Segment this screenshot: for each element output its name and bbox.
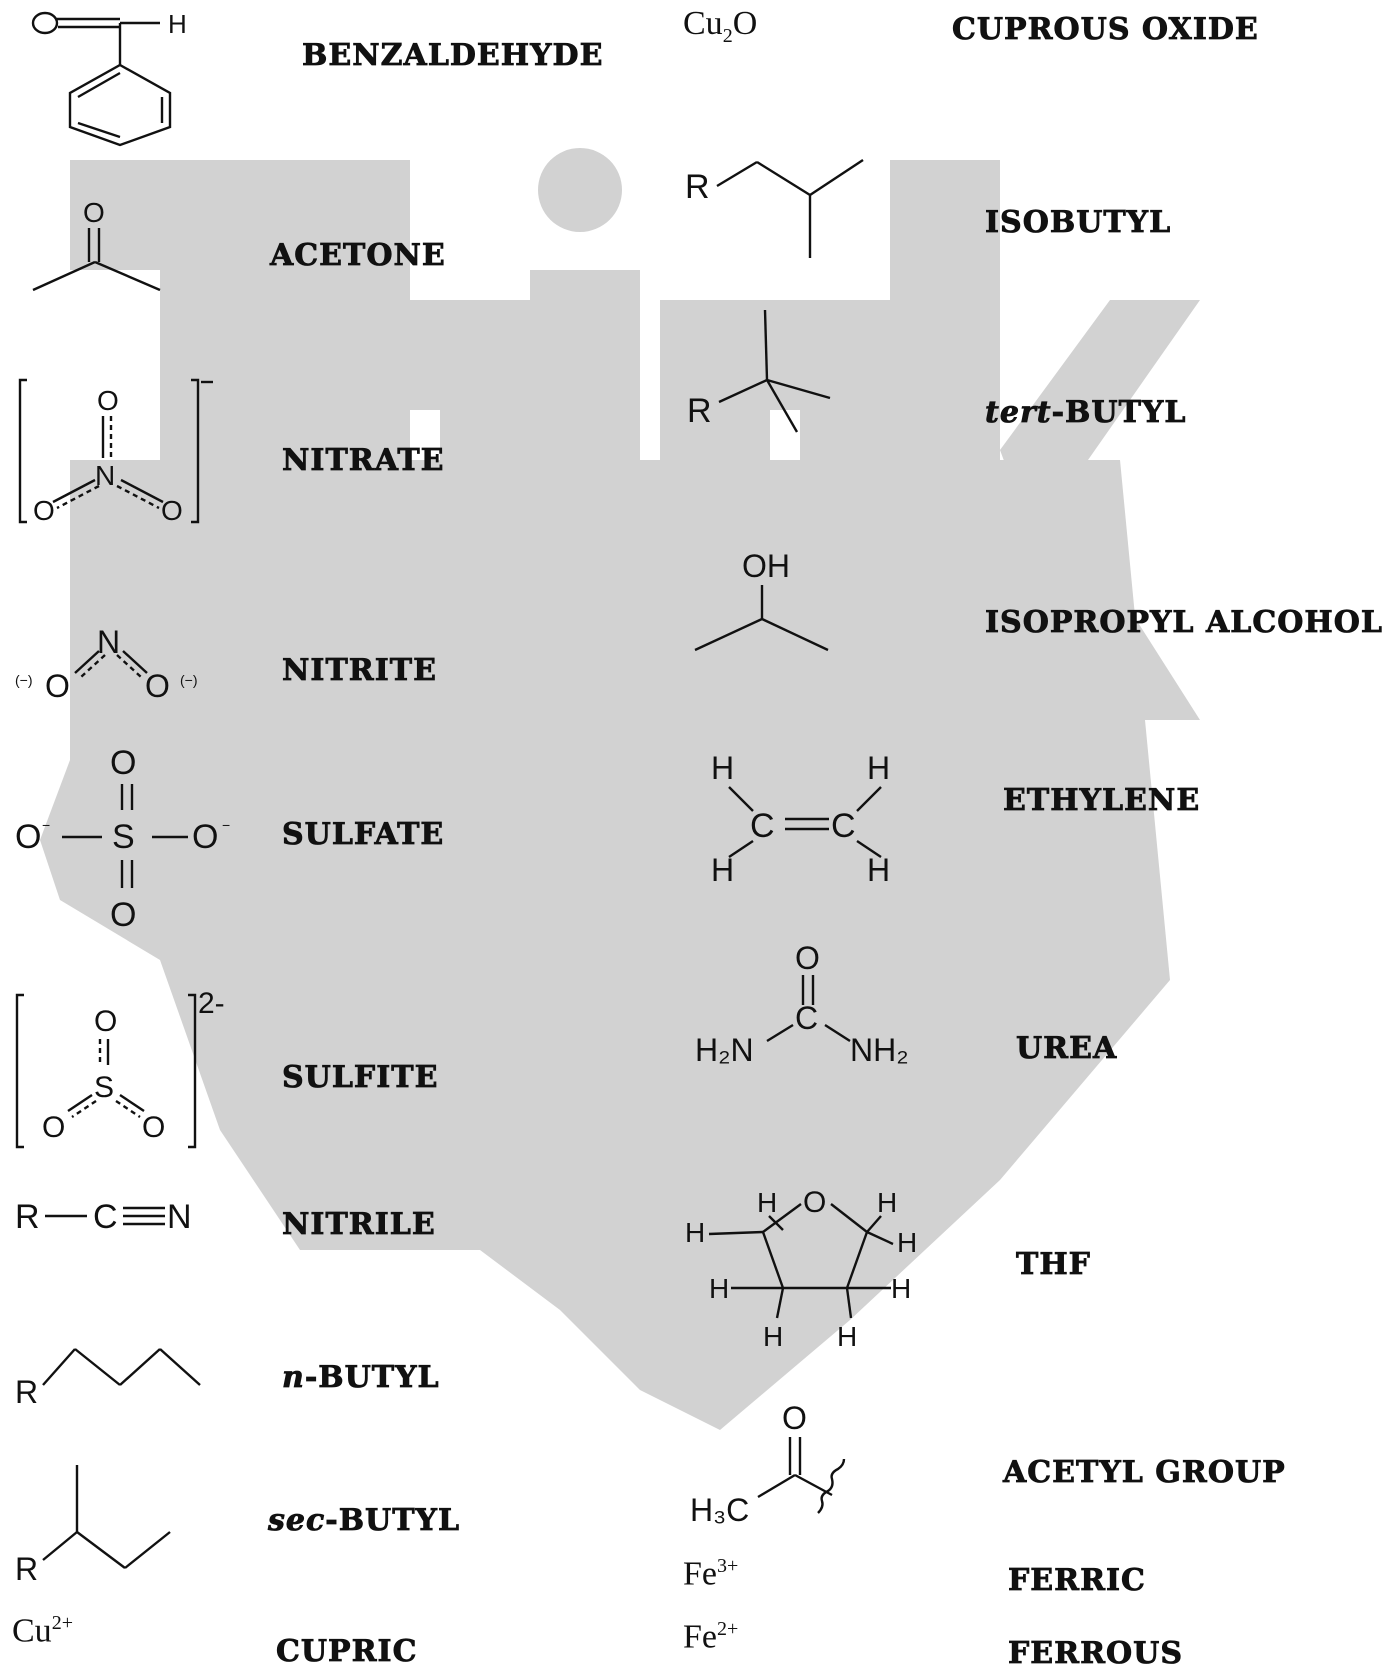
label-nitrile: NITRILE xyxy=(282,1207,436,1243)
svg-text:R: R xyxy=(15,1374,38,1410)
svg-text:O: O xyxy=(145,668,170,704)
svg-text:C: C xyxy=(750,807,775,845)
label-isobutyl: ISOBUTYL xyxy=(985,205,1172,241)
svg-text:O: O xyxy=(110,744,136,782)
svg-text:O: O xyxy=(15,818,41,856)
svg-text:O: O xyxy=(192,818,218,856)
acetyl-group-structure: O H₃C xyxy=(690,1400,846,1528)
label-n-butyl: n-BUTYL xyxy=(282,1360,440,1396)
svg-text:O: O xyxy=(795,940,820,976)
label-ethylene: ETHYLENE xyxy=(1003,783,1201,819)
label-acetone: ACETONE xyxy=(270,238,446,274)
svg-text:H: H xyxy=(685,1217,705,1248)
label-sulfite: SULFITE xyxy=(282,1060,439,1096)
isobutyl-structure: R xyxy=(685,158,864,258)
svg-text:H: H xyxy=(877,1187,897,1218)
ethylene-structure: H H C C H H xyxy=(711,750,890,888)
sulfate-structure: O S O O − O − xyxy=(15,744,230,934)
sulfite-structure: 2- O S O O xyxy=(15,987,225,1149)
svg-text:C: C xyxy=(831,807,856,845)
svg-text:O: O xyxy=(42,1111,65,1144)
svg-text:O: O xyxy=(33,495,55,526)
svg-text:−: − xyxy=(222,817,230,833)
svg-text:H: H xyxy=(897,1227,917,1258)
svg-text:N: N xyxy=(97,624,120,660)
svg-text:O: O xyxy=(110,896,136,934)
svg-text:O: O xyxy=(97,385,119,416)
svg-text:O: O xyxy=(161,495,183,526)
svg-text:N: N xyxy=(95,460,115,491)
svg-text:H: H xyxy=(763,1321,783,1352)
svg-text:H: H xyxy=(867,750,890,786)
n-butyl-structure: R xyxy=(15,1348,201,1410)
svg-text:S: S xyxy=(112,818,135,856)
label-thf: THF xyxy=(1016,1247,1091,1283)
nitrate-structure: O N O O xyxy=(18,378,213,526)
svg-text:H: H xyxy=(867,852,890,888)
svg-text:H: H xyxy=(711,852,734,888)
acetone-structure: O xyxy=(32,197,161,292)
nitrite-structure: N (−) O O (−) xyxy=(15,624,198,704)
tert-butyl-structure: R xyxy=(687,309,831,433)
svg-text:O: O xyxy=(45,668,70,704)
label-ferrous: FERROUS xyxy=(1008,1636,1183,1671)
cupric-formula: Cu2+ xyxy=(12,1612,73,1650)
svg-text:(−): (−) xyxy=(180,672,198,688)
svg-text:H: H xyxy=(891,1273,911,1304)
label-cuprous-oxide: CUPROUS OXIDE xyxy=(952,12,1259,48)
svg-text:H: H xyxy=(837,1321,857,1352)
label-cupric: CUPRIC xyxy=(276,1634,418,1670)
svg-text:O: O xyxy=(803,1186,826,1219)
svg-text:O: O xyxy=(94,1005,117,1038)
svg-text:R: R xyxy=(15,1551,38,1587)
svg-text:C: C xyxy=(93,1198,118,1236)
label-nitrite: NITRITE xyxy=(282,653,437,689)
isopropyl-alcohol-structure: OH xyxy=(694,548,829,652)
svg-text:NH₂: NH₂ xyxy=(850,1032,909,1068)
label-isopropyl-alcohol: ISOPROPYL ALCOHOL xyxy=(985,605,1383,641)
label-urea: UREA xyxy=(1016,1031,1118,1067)
label-sulfate: SULFATE xyxy=(282,817,445,853)
label-tert-butyl: tert-BUTYL xyxy=(985,395,1187,431)
label-ferric: FERRIC xyxy=(1008,1563,1146,1599)
ferrous-formula: Fe2+ xyxy=(683,1618,739,1656)
svg-text:C: C xyxy=(795,1000,818,1036)
svg-text:H: H xyxy=(711,750,734,786)
urea-structure: O C H₂N NH₂ xyxy=(695,940,909,1068)
nitrile-structure: R C N xyxy=(15,1198,192,1236)
svg-text:R: R xyxy=(15,1198,40,1236)
svg-text:O: O xyxy=(782,1400,807,1436)
svg-text:2-: 2- xyxy=(198,987,225,1020)
svg-text:H₃C: H₃C xyxy=(690,1492,749,1528)
svg-text:O: O xyxy=(83,197,105,228)
svg-text:S: S xyxy=(94,1071,114,1104)
svg-text:(−): (−) xyxy=(15,672,33,688)
svg-text:OH: OH xyxy=(742,548,790,584)
benzaldehyde-structure: H xyxy=(31,9,187,147)
sec-butyl-structure: R xyxy=(15,1465,171,1587)
svg-text:N: N xyxy=(167,1198,192,1236)
label-nitrate: NITRATE xyxy=(282,443,445,479)
svg-text:H₂N: H₂N xyxy=(695,1032,754,1068)
thf-structure: H O H H H H H H H xyxy=(685,1186,917,1352)
svg-text:H: H xyxy=(709,1273,729,1304)
label-sec-butyl: sec-BUTYL xyxy=(268,1503,461,1539)
ferric-formula: Fe3+ xyxy=(683,1555,739,1593)
svg-text:O: O xyxy=(142,1111,165,1144)
svg-text:H: H xyxy=(168,9,187,39)
cuprous-oxide-formula: Cu2O xyxy=(683,5,758,47)
svg-text:R: R xyxy=(687,392,712,430)
svg-text:H: H xyxy=(757,1187,777,1218)
svg-text:−: − xyxy=(42,817,50,833)
svg-text:R: R xyxy=(685,168,710,206)
label-benzaldehyde: BENZALDEHYDE xyxy=(302,38,604,74)
label-acetyl-group: ACETYL GROUP xyxy=(1003,1455,1286,1491)
